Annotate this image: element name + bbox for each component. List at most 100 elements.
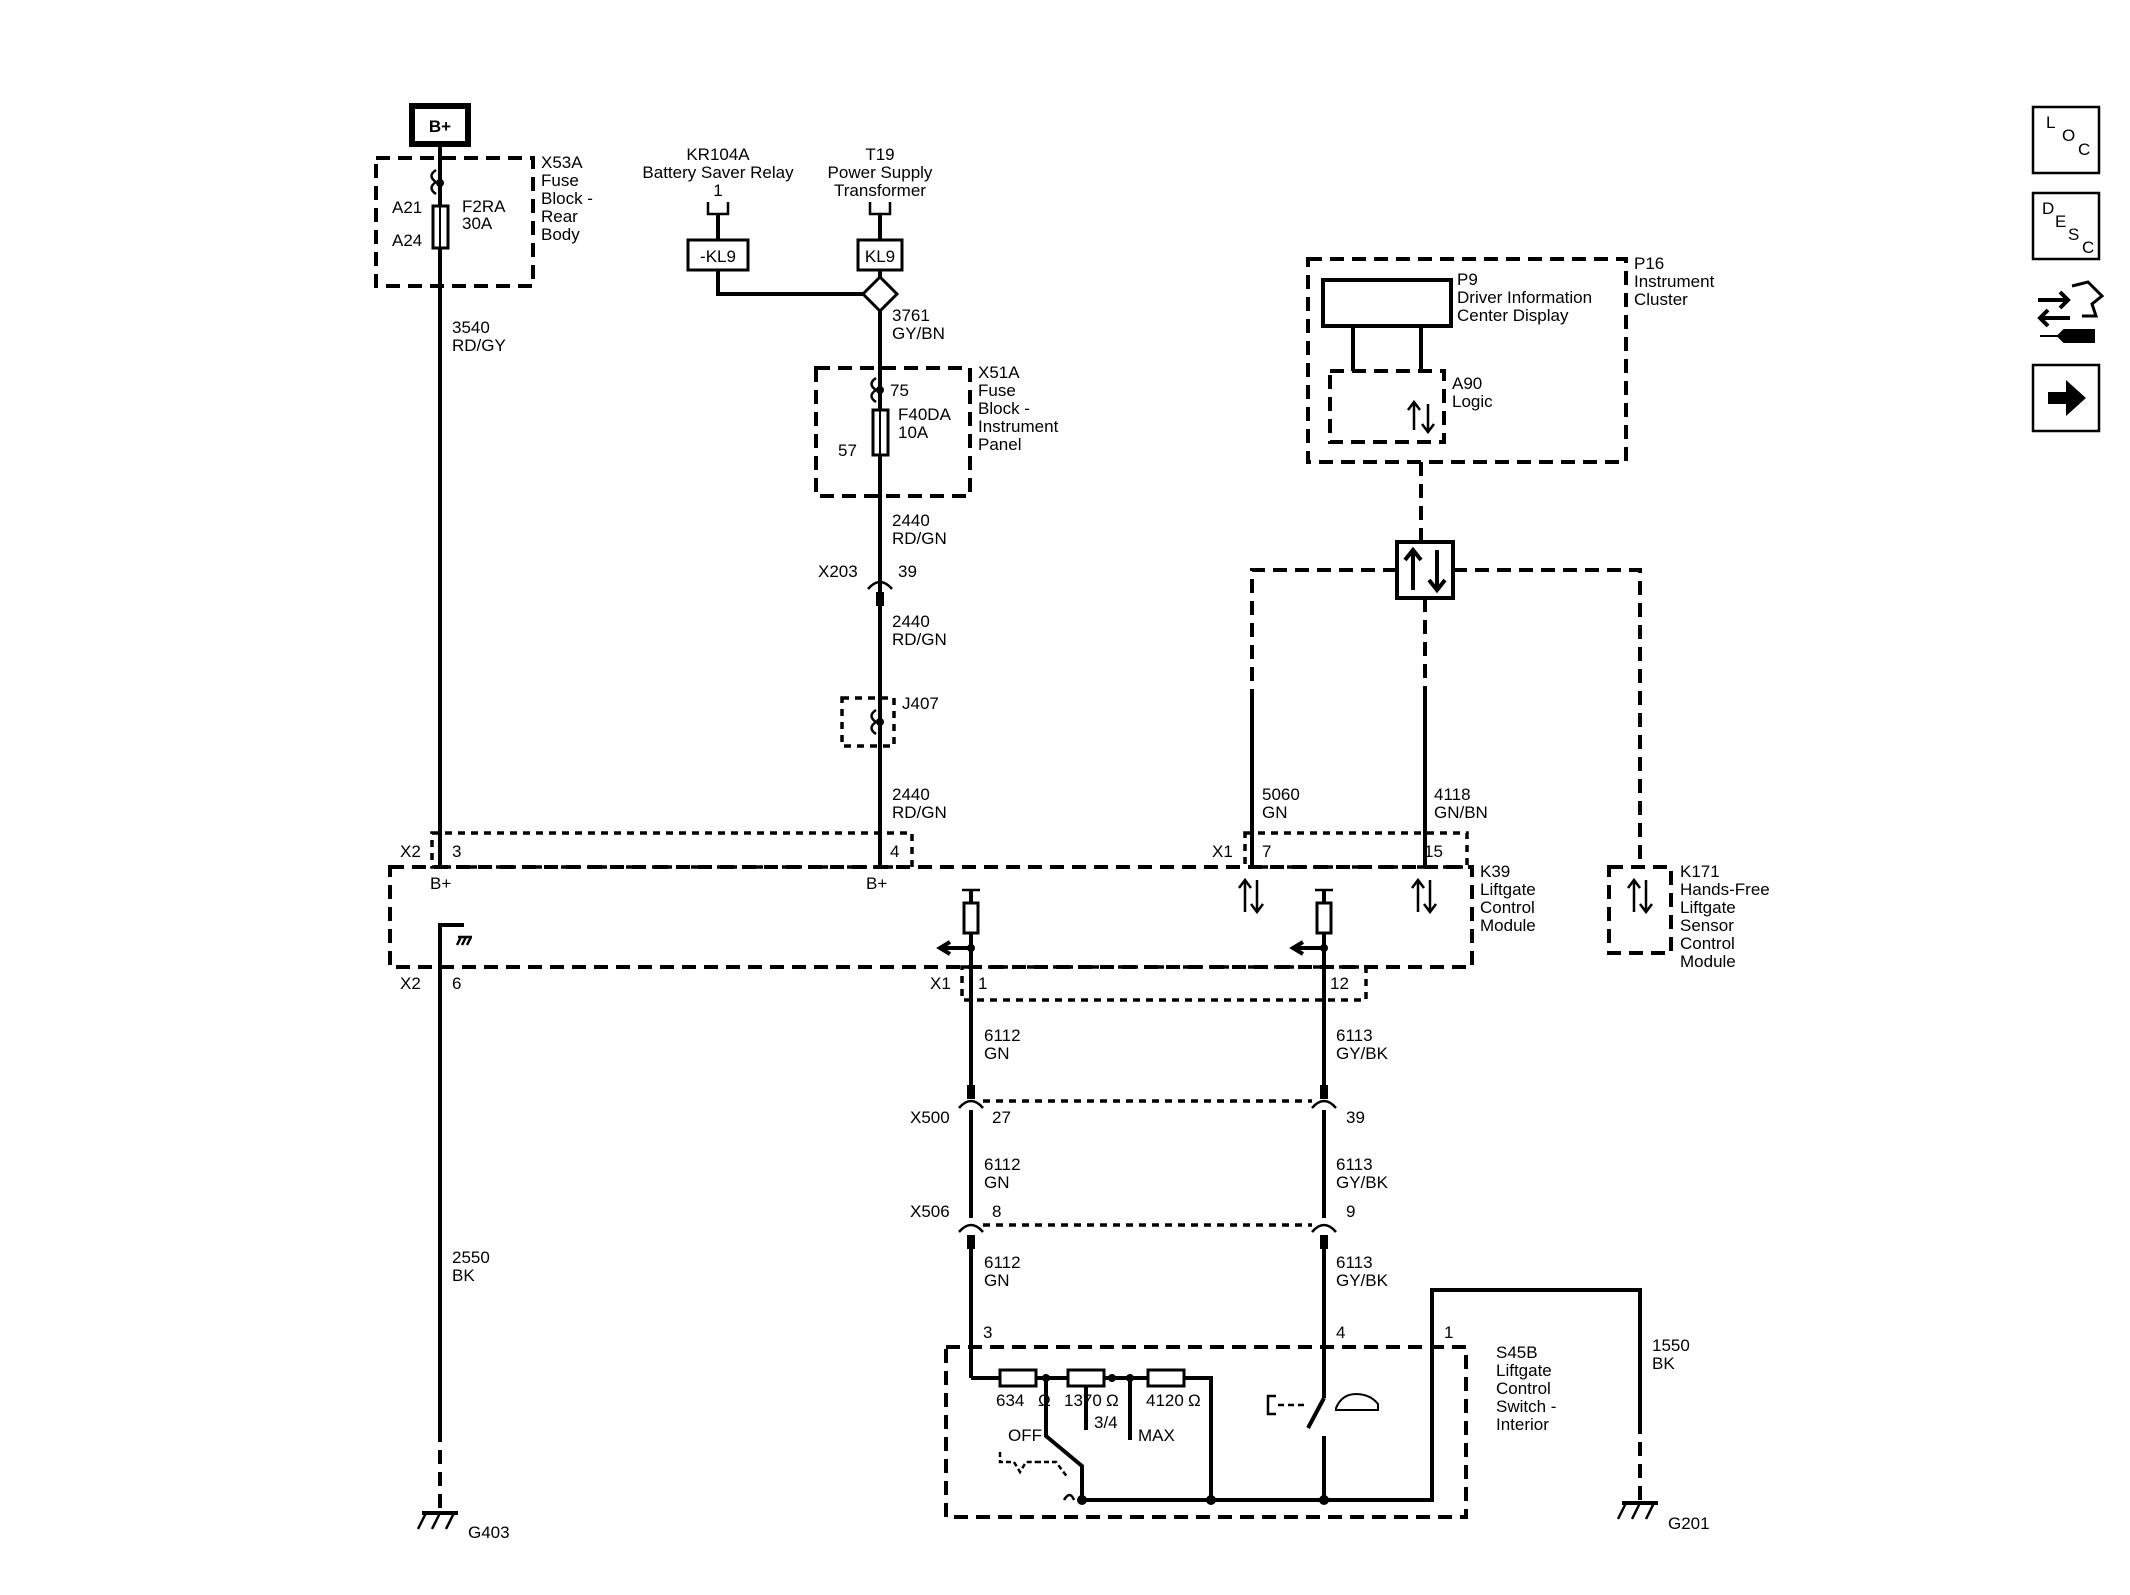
svg-text:RD/GN: RD/GN bbox=[892, 529, 947, 548]
svg-text:1: 1 bbox=[1444, 1323, 1453, 1342]
svg-text:GY/BK: GY/BK bbox=[1336, 1271, 1389, 1290]
connector-x500: X500 27 39 bbox=[910, 1085, 1365, 1127]
resistor-icon bbox=[998, 1368, 1038, 1388]
svg-text:634: 634 bbox=[996, 1391, 1024, 1410]
svg-text:BK: BK bbox=[1652, 1354, 1675, 1373]
svg-text:2440: 2440 bbox=[892, 785, 930, 804]
connector-x2-top bbox=[430, 831, 914, 869]
svg-text:B+: B+ bbox=[866, 874, 887, 893]
svg-text:Battery Saver Relay: Battery Saver Relay bbox=[642, 163, 794, 182]
svg-text:Center Display: Center Display bbox=[1457, 306, 1569, 325]
svg-text:6112: 6112 bbox=[984, 1155, 1021, 1174]
svg-text:Fuse: Fuse bbox=[978, 381, 1016, 400]
svg-text:X500: X500 bbox=[910, 1108, 950, 1127]
svg-text:X506: X506 bbox=[910, 1202, 950, 1221]
svg-text:KR104A: KR104A bbox=[686, 145, 750, 164]
svg-text:RD/GN: RD/GN bbox=[892, 803, 947, 822]
svg-text:X1: X1 bbox=[1212, 842, 1233, 861]
svg-text:Switch -: Switch - bbox=[1496, 1397, 1556, 1416]
svg-text:K39: K39 bbox=[1480, 862, 1510, 881]
svg-text:GY/BK: GY/BK bbox=[1336, 1173, 1389, 1192]
connector-diagnostic-button[interactable] bbox=[2037, 280, 2105, 343]
svg-text:1550: 1550 bbox=[1652, 1336, 1690, 1355]
description-view-button[interactable]: D E S C bbox=[2031, 191, 2101, 261]
svg-text:15: 15 bbox=[1424, 842, 1443, 861]
svg-text:39: 39 bbox=[898, 562, 917, 581]
svg-text:Driver Information: Driver Information bbox=[1457, 288, 1592, 307]
ground-g403-icon: G403 bbox=[416, 1511, 510, 1542]
liftgate-control-module-k39: X2 3 4 X1 7 15 K39 Liftgate Control Modu… bbox=[388, 831, 1536, 1002]
connector-x1-bottom bbox=[960, 965, 1368, 1002]
svg-text:A90: A90 bbox=[1452, 374, 1482, 393]
bidirectional-arrows-icon bbox=[1238, 877, 1264, 915]
svg-text:GN/BN: GN/BN bbox=[1434, 803, 1488, 822]
svg-text:57: 57 bbox=[838, 441, 857, 460]
svg-text:P16: P16 bbox=[1634, 254, 1664, 273]
svg-text:2440: 2440 bbox=[892, 511, 930, 530]
svg-text:6112: 6112 bbox=[984, 1026, 1021, 1045]
svg-text:X51A: X51A bbox=[978, 363, 1020, 382]
svg-text:Interior: Interior bbox=[1496, 1415, 1549, 1434]
svg-text:Hands-Free: Hands-Free bbox=[1680, 880, 1770, 899]
swap-arrows-icon bbox=[2037, 290, 2071, 328]
fuse-block-x51a: 75 57 F40DA 10A X51A Fuse Block - Instru… bbox=[814, 363, 1059, 498]
svg-text:3540: 3540 bbox=[452, 318, 490, 337]
svg-text:6113: 6113 bbox=[1336, 1026, 1373, 1045]
svg-text:Cluster: Cluster bbox=[1634, 290, 1688, 309]
svg-text:GY/BN: GY/BN bbox=[892, 324, 945, 343]
connector-x203: X203 39 bbox=[818, 562, 917, 606]
svg-text:27: 27 bbox=[992, 1108, 1011, 1127]
svg-text:X1: X1 bbox=[930, 974, 951, 993]
svg-text:OFF: OFF bbox=[1008, 1426, 1042, 1445]
internal-ground-icon bbox=[455, 935, 473, 946]
next-page-button[interactable] bbox=[2031, 363, 2101, 433]
svg-text:Power Supply: Power Supply bbox=[828, 163, 933, 182]
svg-text:X2: X2 bbox=[400, 974, 421, 993]
svg-text:39: 39 bbox=[1346, 1108, 1365, 1127]
svg-text:S: S bbox=[2068, 225, 2079, 244]
svg-text:F2RA: F2RA bbox=[462, 197, 506, 216]
svg-text:Module: Module bbox=[1680, 952, 1736, 971]
bidirectional-arrows-icon bbox=[1627, 877, 1653, 915]
bidirectional-arrows-icon bbox=[1411, 877, 1437, 915]
location-view-button[interactable]: L O C bbox=[2031, 105, 2101, 175]
connector-x506: X506 8 9 bbox=[910, 1202, 1355, 1249]
svg-text:Liftgate: Liftgate bbox=[1680, 898, 1736, 917]
power-supply-transformer-t19: T19 Power Supply Transformer KL9 bbox=[828, 145, 933, 314]
svg-text:RD/GN: RD/GN bbox=[892, 630, 947, 649]
pullup-resistor-icon bbox=[1289, 888, 1333, 1000]
svg-text:3/4: 3/4 bbox=[1094, 1413, 1118, 1432]
svg-text:Ω: Ω bbox=[1188, 1391, 1201, 1410]
svg-text:P9: P9 bbox=[1457, 270, 1478, 289]
svg-text:Control: Control bbox=[1496, 1379, 1551, 1398]
instrument-cluster-p16: P16 Instrument Cluster P9 Driver Informa… bbox=[1306, 254, 1715, 464]
hands-free-liftgate-sensor-k171: K171 Hands-Free Liftgate Sensor Control … bbox=[1607, 862, 1770, 971]
svg-text:E: E bbox=[2055, 212, 2066, 231]
svg-text:4: 4 bbox=[890, 842, 899, 861]
svg-text:3761: 3761 bbox=[892, 306, 930, 325]
svg-text:GN: GN bbox=[984, 1173, 1010, 1192]
liftgate-control-switch-s45b: 3 4 1 S45B Liftgate Control Switch - Int… bbox=[944, 1288, 1642, 1519]
svg-text:6112: 6112 bbox=[984, 1253, 1021, 1272]
svg-text:9: 9 bbox=[1346, 1202, 1355, 1221]
connector-terminal-icon bbox=[430, 168, 437, 196]
svg-text:BK: BK bbox=[452, 1266, 475, 1285]
vehicle-liftgate-icon bbox=[1335, 1392, 1379, 1411]
svg-text:2550: 2550 bbox=[452, 1248, 490, 1267]
svg-text:O: O bbox=[2062, 126, 2075, 145]
svg-text:30A: 30A bbox=[462, 214, 493, 233]
svg-text:Module: Module bbox=[1480, 916, 1536, 935]
serial-data-gateway-icon bbox=[1395, 540, 1455, 600]
svg-text:K171: K171 bbox=[1680, 862, 1720, 881]
svg-text:F40DA: F40DA bbox=[898, 405, 952, 424]
ground-g201-icon: G201 bbox=[1616, 1501, 1710, 1533]
battery-positive-source: B+ bbox=[409, 103, 471, 147]
svg-text:B+: B+ bbox=[429, 117, 451, 136]
svg-text:6113: 6113 bbox=[1336, 1253, 1373, 1272]
svg-text:Panel: Panel bbox=[978, 435, 1021, 454]
svg-text:Instrument: Instrument bbox=[1634, 272, 1715, 291]
svg-text:-KL9: -KL9 bbox=[700, 247, 736, 266]
svg-text:MAX: MAX bbox=[1138, 1426, 1175, 1445]
svg-text:C: C bbox=[2078, 140, 2090, 159]
